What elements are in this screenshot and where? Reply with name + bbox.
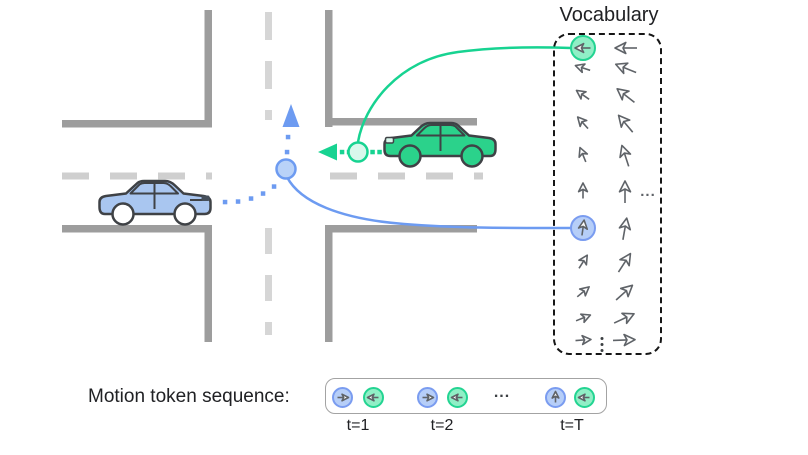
green-trajectory-token [347, 141, 369, 163]
vocabulary-vertical-ellipsis-icon [600, 337, 604, 352]
sequence-ellipsis: ... [493, 384, 511, 401]
vocabulary-ellipsis: ... [640, 183, 656, 200]
time-label-T: t=T [560, 417, 584, 434]
road-edge [325, 10, 333, 127]
blue-arrowhead-icon [282, 104, 300, 127]
green-trajectory [318, 141, 382, 163]
blue-trajectory-token [275, 158, 297, 180]
road-edge [204, 10, 212, 127]
road-edge [325, 225, 333, 342]
sequence-token-blue [544, 386, 566, 408]
sequence-token-green [362, 386, 384, 408]
sequence-token-blue [331, 386, 353, 408]
vocabulary-title: Vocabulary [559, 4, 659, 26]
blue-car-icon [98, 179, 212, 226]
sequence-token-green [573, 386, 595, 408]
road-edges [62, 10, 477, 342]
time-label-1: t=1 [346, 417, 370, 434]
lane-markings [62, 12, 483, 335]
road-edge [204, 225, 212, 342]
road-edge [325, 118, 477, 126]
road-edge [62, 120, 212, 128]
sequence-token-green [446, 386, 468, 408]
road-edge [62, 225, 212, 233]
sequence-label: Motion token sequence: [88, 386, 290, 407]
vocabulary-box [553, 33, 662, 355]
blue-trajectory [222, 104, 300, 205]
road-edge [325, 225, 477, 233]
green-car-icon [383, 121, 497, 168]
green-connector-curve [356, 46, 572, 143]
time-label-2: t=2 [430, 417, 454, 434]
sequence-token-blue [416, 386, 438, 408]
blue-connector-curve [285, 176, 572, 230]
green-arrowhead-icon [318, 143, 337, 161]
